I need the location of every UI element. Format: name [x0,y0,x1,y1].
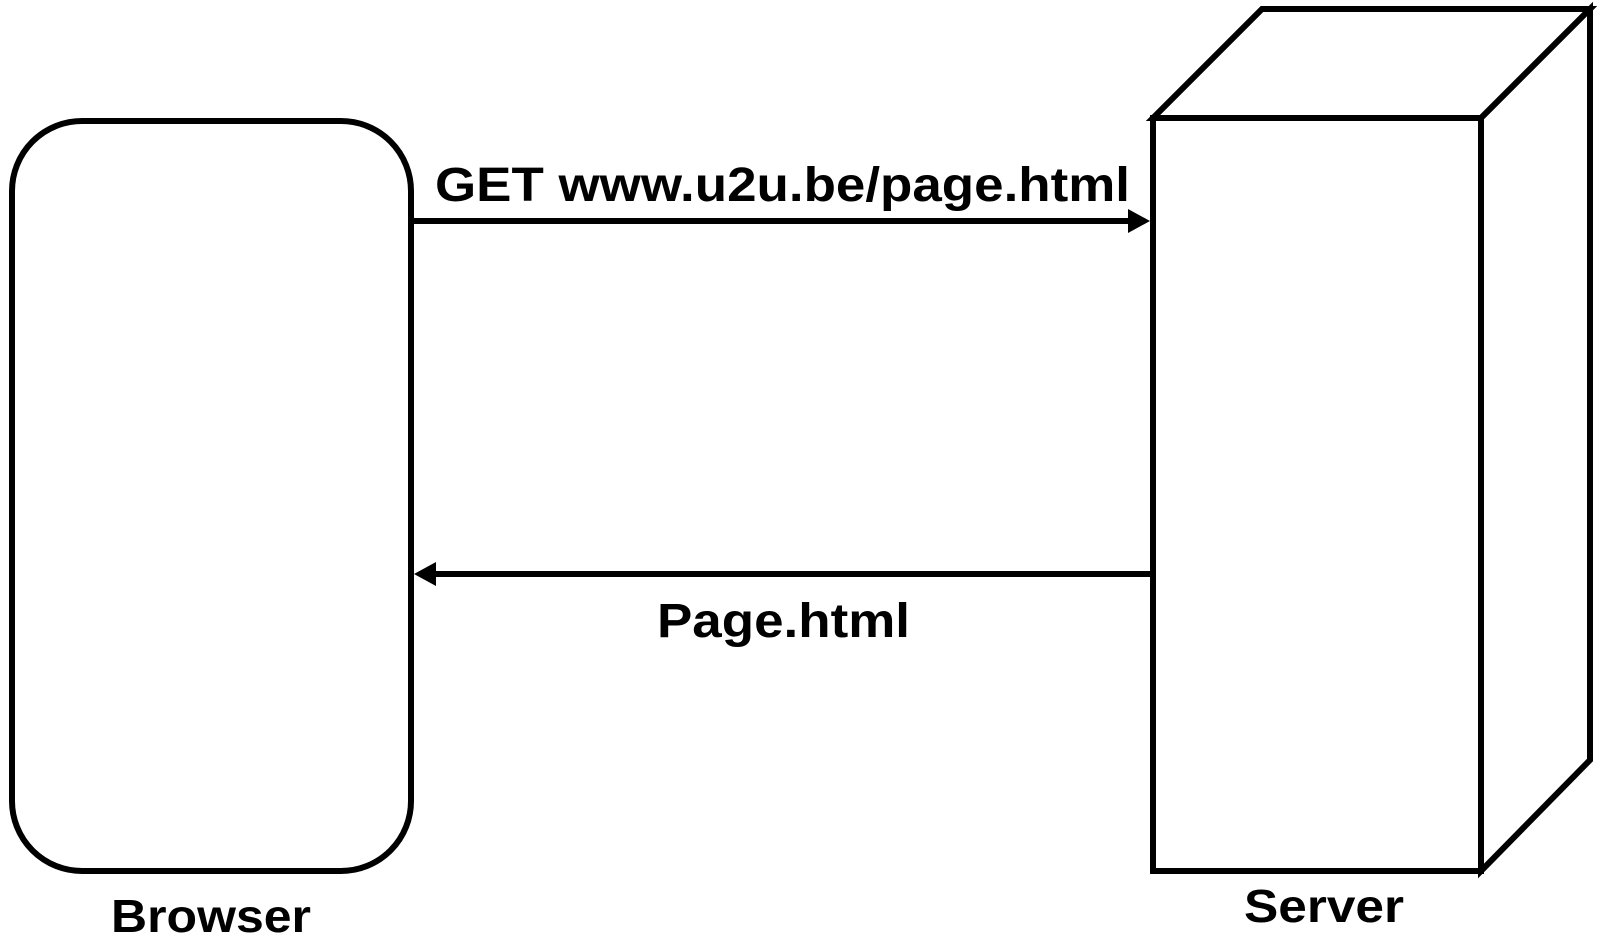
server-label: Server [1244,880,1404,932]
browser-box [9,118,414,874]
browser-label: Browser [111,890,311,940]
request-arrow: GET www.u2u.be/page.html [411,159,1150,233]
arrow-left-icon [414,562,436,586]
browser-node: Browser [9,118,414,940]
request-label: GET www.u2u.be/page.html [435,159,1130,212]
server-side-face [1478,1,1593,879]
server-front-face [1150,115,1484,874]
response-label: Page.html [657,595,910,648]
arrow-right-icon [1128,209,1150,233]
response-arrow: Page.html [414,562,1153,648]
server-node: Server [1145,1,1598,932]
